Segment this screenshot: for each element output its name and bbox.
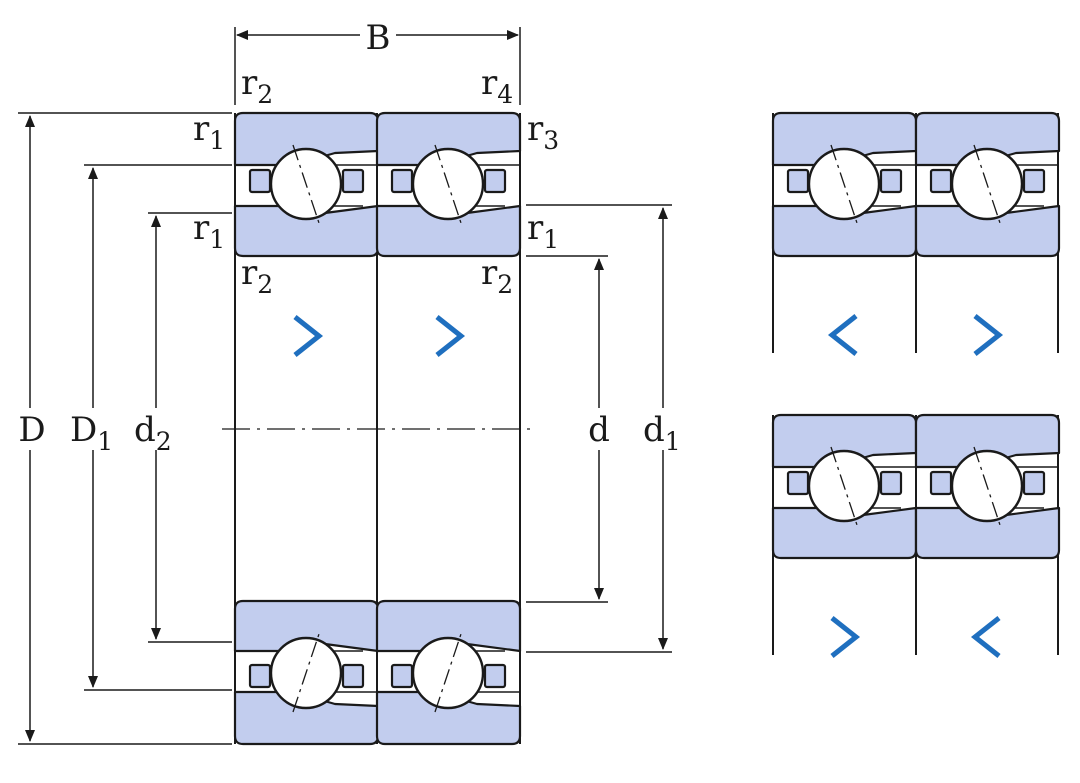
load-arrow-right (293, 315, 324, 357)
bearing-section (375, 111, 522, 258)
label-r2-bottom-left: r2 (241, 253, 273, 299)
cage-right (341, 663, 365, 689)
load-arrow-right (435, 315, 466, 357)
label-r1-left-outer: r1 (193, 109, 225, 155)
label-r1-right-inner: r1 (527, 208, 559, 254)
label-r2-bottom-right: r2 (481, 253, 513, 299)
bearing-section (914, 111, 1061, 258)
bearing-section (914, 413, 1061, 560)
bearing-section (375, 599, 522, 746)
cage-right (341, 168, 365, 194)
cage-left (390, 168, 414, 194)
contact-angle-line (292, 144, 320, 224)
outer-ring (375, 111, 522, 167)
bearing-section (233, 599, 380, 746)
main-bearing-pair (233, 111, 522, 746)
dimension-lines (18, 27, 672, 745)
cage-right (1022, 168, 1046, 194)
contact-angle-line (434, 633, 462, 713)
contact-angle-line (292, 633, 320, 713)
bearing-section (233, 111, 380, 258)
cage-right (483, 168, 507, 194)
outer-ring (914, 111, 1061, 167)
label-r4-top-right: r4 (481, 63, 513, 109)
bearing-section (771, 413, 918, 560)
label-d1: d1 (643, 410, 681, 456)
bearing-section (771, 111, 918, 258)
outer-ring (375, 690, 522, 746)
cage-left (248, 168, 272, 194)
cage-right (879, 168, 903, 194)
cage-left (929, 470, 953, 496)
cage-right (483, 663, 507, 689)
cage-left (390, 663, 414, 689)
inner-ring (914, 204, 1061, 258)
contact-angle-line (973, 144, 1001, 224)
cage-left (786, 470, 810, 496)
inner-ring (375, 204, 522, 258)
contact-angle-line (973, 446, 1001, 526)
label-r2-top-left: r2 (241, 63, 273, 109)
inner-ring (375, 599, 522, 653)
label-D: D (18, 410, 45, 450)
cage-left (929, 168, 953, 194)
label-D1: D1 (70, 410, 113, 456)
load-arrow-right (973, 314, 1004, 356)
load-arrow-left (827, 314, 858, 356)
label-B: B (366, 18, 391, 58)
load-arrow-right (830, 616, 861, 658)
cage-left (786, 168, 810, 194)
cage-right (879, 470, 903, 496)
load-arrow-left (970, 616, 1001, 658)
contact-angle-line (434, 144, 462, 224)
cage-right (1022, 470, 1046, 496)
contact-angle-line (830, 144, 858, 224)
label-r1-left-inner: r1 (193, 208, 225, 254)
dimension-labels: B D D1 d2 d d1 r2 r4 r1 r3 r1 r1 r2 r2 (18, 18, 680, 456)
contact-angle-line (830, 446, 858, 526)
arrangement-back-to-back (771, 111, 1061, 356)
label-d: d (588, 410, 610, 450)
inner-ring (914, 506, 1061, 560)
outer-ring (914, 413, 1061, 469)
label-d2: d2 (134, 410, 172, 456)
arrangement-face-to-face (771, 413, 1061, 658)
cage-left (248, 663, 272, 689)
label-r3-right-outer: r3 (527, 109, 559, 155)
